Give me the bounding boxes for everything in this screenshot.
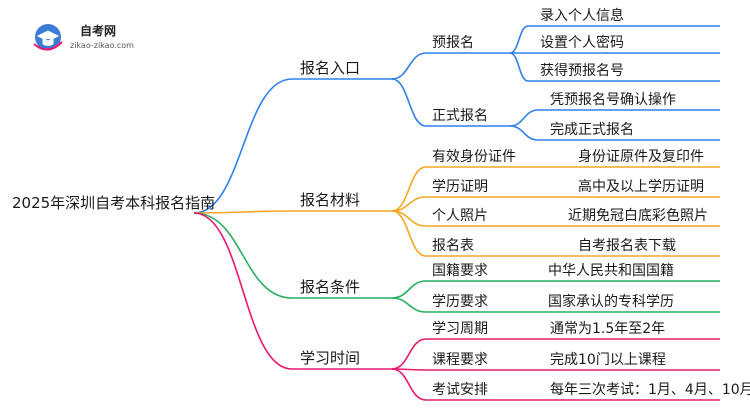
leaf-node: 国家承认的专科学历	[548, 293, 674, 310]
branch-node: 学习时间	[300, 349, 360, 367]
leaf-node: 每年三次考试：1月、4月、10月	[550, 382, 750, 398]
site-logo[interactable]: 自考网 zikao-zikao.com	[33, 23, 134, 51]
leaf-link	[509, 109, 539, 127]
branch-link	[193, 78, 293, 214]
subbranch-node: 学历证明	[432, 179, 488, 195]
branch-link	[193, 212, 293, 370]
logo-subtitle: zikao-zikao.com	[70, 41, 134, 50]
subbranch-node: 学历要求	[432, 294, 488, 310]
leaf-link	[509, 25, 529, 54]
subbranch-link	[391, 210, 427, 257]
subbranch-link	[391, 280, 427, 299]
root-node: 2025年深圳自考本科报名指南	[12, 194, 215, 212]
subbranch-node: 国籍要求	[432, 262, 488, 279]
leaf-node: 中华人民共和国国籍	[548, 262, 674, 279]
leaf-link	[509, 52, 529, 82]
leaf-node: 凭预报名号确认操作	[550, 92, 676, 108]
subbranch-node: 课程要求	[432, 352, 488, 368]
subbranch-link	[391, 78, 427, 127]
branch-node: 报名条件	[300, 278, 360, 296]
branch-link	[193, 210, 293, 214]
logo-swoosh	[33, 41, 63, 51]
subbranch-link	[391, 368, 427, 401]
mindmap-nodes: 2025年深圳自考本科报名指南 报名入口 预报名 录入个人信息设置个人密码获得预报名号…	[12, 7, 750, 398]
leaf-node: 完成正式报名	[550, 122, 634, 138]
subbranch-link	[391, 52, 427, 80]
leaf-node: 录入个人信息	[540, 7, 624, 24]
subbranch-node: 学习周期	[432, 321, 488, 337]
graduation-cap-icon	[36, 30, 60, 46]
branch-link	[193, 212, 293, 299]
branch-node: 报名材料	[300, 191, 360, 209]
subbranch-node: 预报名	[432, 35, 474, 51]
leaf-node: 自考报名表下载	[578, 238, 676, 254]
subbranch-link	[391, 297, 427, 313]
leaf-link	[509, 125, 539, 141]
leaf-node: 高中及以上学历证明	[578, 178, 704, 195]
subbranch-link	[391, 166, 427, 212]
leaf-node: 获得预报名号	[540, 62, 624, 79]
leaf-node: 设置个人密码	[540, 34, 624, 51]
subbranch-node: 正式报名	[432, 108, 488, 124]
subbranch-node: 报名表	[432, 238, 474, 254]
subbranch-node: 考试安排	[432, 382, 488, 398]
branch-node: 报名入口	[300, 59, 360, 77]
logo-title: 自考网	[80, 23, 116, 38]
leaf-node: 近期免冠白底彩色照片	[568, 207, 708, 224]
subbranch-node: 有效身份证件	[432, 149, 516, 165]
leaf-node: 完成10门以上课程	[550, 352, 666, 368]
mindmap-links	[193, 25, 720, 401]
subbranch-link	[391, 338, 427, 370]
subbranch-node: 个人照片	[432, 208, 488, 224]
leaf-node: 身份证原件及复印件	[578, 148, 704, 165]
leaf-node: 通常为1.5年至2年	[550, 321, 665, 337]
